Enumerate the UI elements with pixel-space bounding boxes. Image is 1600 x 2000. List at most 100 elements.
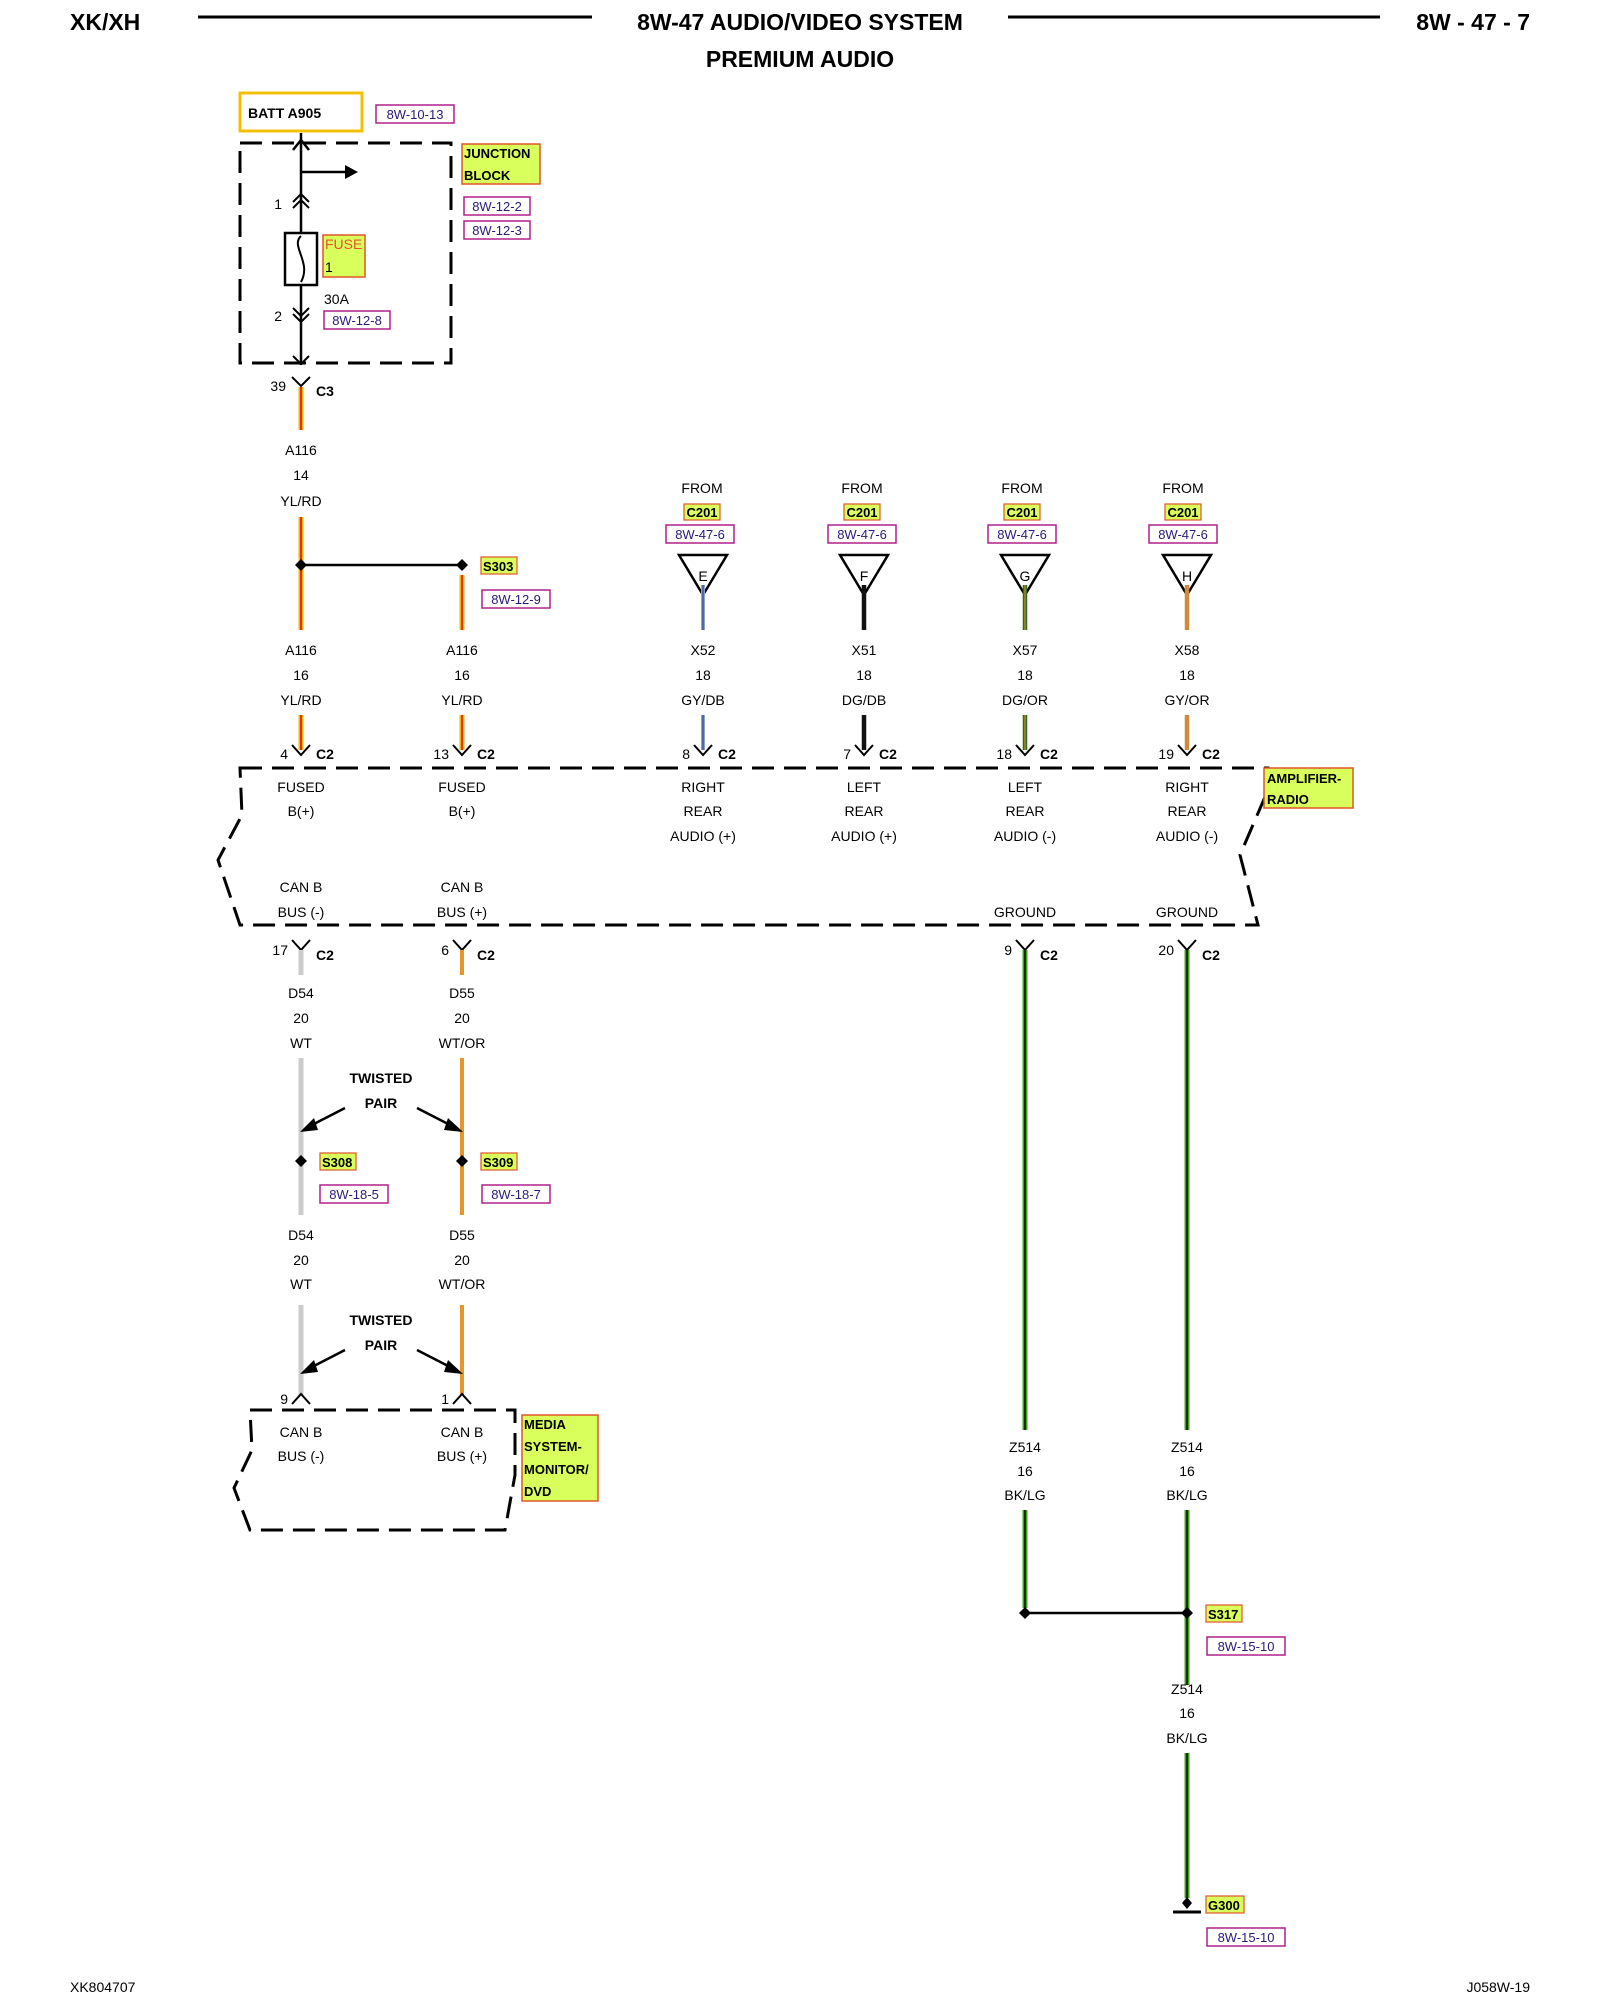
x52-circuit: X52: [691, 642, 716, 658]
media-label-box: [521, 1414, 599, 1502]
d54a-gauge: 20: [293, 1010, 309, 1026]
twisted-pair-1-right-arrow: [444, 1118, 463, 1132]
s317-label: S317: [1208, 1607, 1238, 1622]
amp-bus-neg: BUS (-): [278, 904, 325, 920]
d55b-gauge: 20: [454, 1252, 470, 1268]
amp-conn-17: C2: [316, 947, 334, 963]
x57-circuit: X57: [1013, 642, 1038, 658]
z514a-color: BK/LG: [1004, 1487, 1045, 1503]
amp-pin-6: 6: [441, 942, 449, 958]
ground-icon: [1173, 1897, 1201, 1914]
amp-audio-pos-1: AUDIO (+): [670, 828, 736, 844]
s303-dot-left: [295, 559, 307, 571]
d54b-circuit: D54: [288, 1227, 314, 1243]
header-subtitle: PREMIUM AUDIO: [706, 46, 894, 72]
a116-main-color: YL/RD: [280, 493, 321, 509]
amp-conn-13: C2: [477, 746, 495, 762]
d54b-gauge: 20: [293, 1252, 309, 1268]
media-canb-1: CAN B: [280, 1424, 323, 1440]
d55a-gauge: 20: [454, 1010, 470, 1026]
amp-rear-1: REAR: [684, 803, 723, 819]
d55b-circuit: D55: [449, 1227, 475, 1243]
from-e-ref: 8W-47-6: [675, 527, 725, 542]
s317-ref-box: [1206, 1636, 1286, 1656]
s303-label: S303: [483, 559, 513, 574]
amp-left-1: LEFT: [847, 779, 882, 795]
s303-ref: 8W-12-9: [491, 592, 541, 607]
fuse-element-icon: [296, 235, 306, 283]
from-e-pin: E: [698, 568, 707, 584]
z514a-circuit: Z514: [1009, 1439, 1041, 1455]
amp-top-connectors: [291, 744, 1197, 757]
fuse-ref: 8W-12-8: [332, 313, 382, 328]
media-label-4: DVD: [524, 1484, 551, 1499]
fuse-label-1: FUSE: [325, 236, 362, 252]
amplifier-radio-outline: [216, 766, 1270, 927]
amp-rear-2: REAR: [845, 803, 884, 819]
battery-ref-box: [375, 104, 455, 124]
s309-dot: [456, 1155, 468, 1167]
twisted-pair-2-right-arrow: [444, 1360, 463, 1374]
x51-circuit: X51: [852, 642, 877, 658]
from-e-triangle-icon: [676, 553, 730, 598]
from-g-triangle-icon: [998, 553, 1052, 598]
a116-b2-color: YL/RD: [441, 692, 482, 708]
from-h-text: FROM: [1162, 480, 1203, 496]
x52-gauge: 18: [695, 667, 711, 683]
amp-conn-4: C2: [316, 746, 334, 762]
a116-b2-gauge: 16: [454, 667, 470, 683]
a116-b1-circuit: A116: [285, 642, 317, 658]
s303-label-box: [480, 556, 518, 575]
c3-connector: [291, 376, 311, 388]
s308-ref: 8W-18-5: [329, 1187, 379, 1202]
media-system-outline: [232, 1408, 517, 1532]
media-label-1: MEDIA: [524, 1417, 567, 1432]
c3-label: C3: [316, 383, 334, 399]
d55b-color: WT/OR: [439, 1276, 486, 1292]
amp-ground-2: GROUND: [1156, 904, 1218, 920]
d54a-color: WT: [290, 1035, 312, 1051]
s309-ref: 8W-18-7: [491, 1187, 541, 1202]
media-pin1-connector: [452, 1392, 472, 1405]
fuse-pin2-connector: [292, 307, 310, 318]
from-g-text: FROM: [1001, 480, 1042, 496]
from-h-conn: C201: [1167, 505, 1198, 520]
x58-circuit: X58: [1175, 642, 1200, 658]
media-label-2: SYSTEM-: [524, 1439, 582, 1454]
twisted-pair-1-l2: PAIR: [365, 1095, 397, 1111]
g300-label: G300: [1208, 1898, 1240, 1913]
media-pin9-connector: [291, 1392, 311, 1405]
x52-color: GY/DB: [681, 692, 725, 708]
fuse-pin-in: 1: [274, 196, 282, 212]
from-h-pin: H: [1182, 568, 1192, 584]
s317-label-box: [1205, 1604, 1243, 1623]
media-bus-pos: BUS (+): [437, 1448, 487, 1464]
amp-pin-18: 18: [996, 746, 1012, 762]
x58-color: GY/OR: [1164, 692, 1209, 708]
amp-rear-4: REAR: [1168, 803, 1207, 819]
amp-ground-1: GROUND: [994, 904, 1056, 920]
from-e-conn: C201: [686, 505, 717, 520]
amp-canb-1: CAN B: [280, 879, 323, 895]
a116-b1-gauge: 16: [293, 667, 309, 683]
s317-ref: 8W-15-10: [1218, 1639, 1275, 1654]
amp-conn-7: C2: [879, 746, 897, 762]
amp-conn-20: C2: [1202, 947, 1220, 963]
from-connector-h: FROM C201 8W-47-6 H: [1148, 480, 1218, 630]
junction-ref-box-2: [463, 220, 531, 240]
from-h-triangle-icon: [1160, 553, 1214, 598]
a116-b2-circuit: A116: [446, 642, 478, 658]
amp-audio-neg-2: AUDIO (-): [1156, 828, 1218, 844]
battery-source-box: [238, 91, 364, 133]
amp-audio-pos-2: AUDIO (+): [831, 828, 897, 844]
z514b-circuit: Z514: [1171, 1439, 1203, 1455]
media-pin-9: 9: [280, 1391, 288, 1407]
from-h-ref: 8W-47-6: [1158, 527, 1208, 542]
amp-rear-3: REAR: [1006, 803, 1045, 819]
twisted-pair-2-l2: PAIR: [365, 1337, 397, 1353]
junction-ref-2: 8W-12-3: [472, 223, 522, 238]
junction-branch-arrow: [345, 165, 358, 179]
footer-right: J058W-19: [1466, 1979, 1530, 1995]
amp-pin-19: 19: [1158, 746, 1174, 762]
amp-canb-2: CAN B: [441, 879, 484, 895]
